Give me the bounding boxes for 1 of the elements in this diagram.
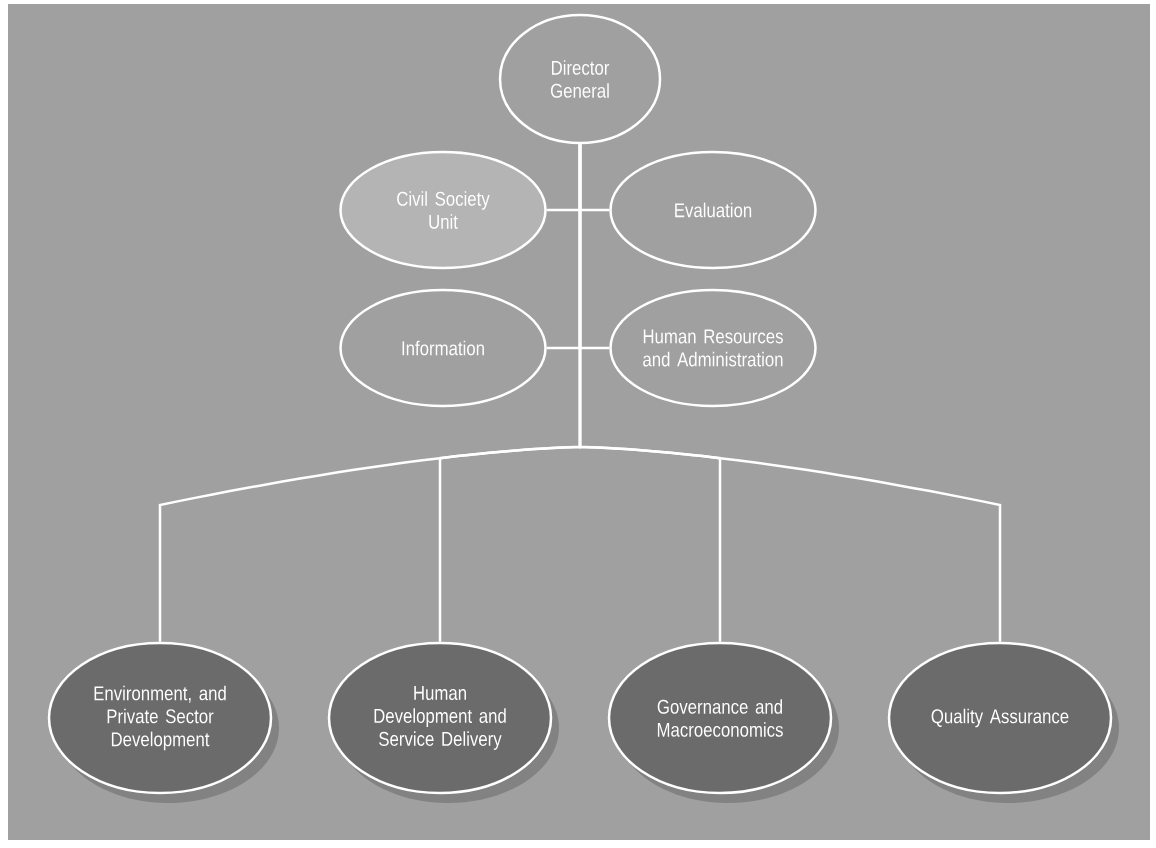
connector-line — [578, 144, 1002, 642]
